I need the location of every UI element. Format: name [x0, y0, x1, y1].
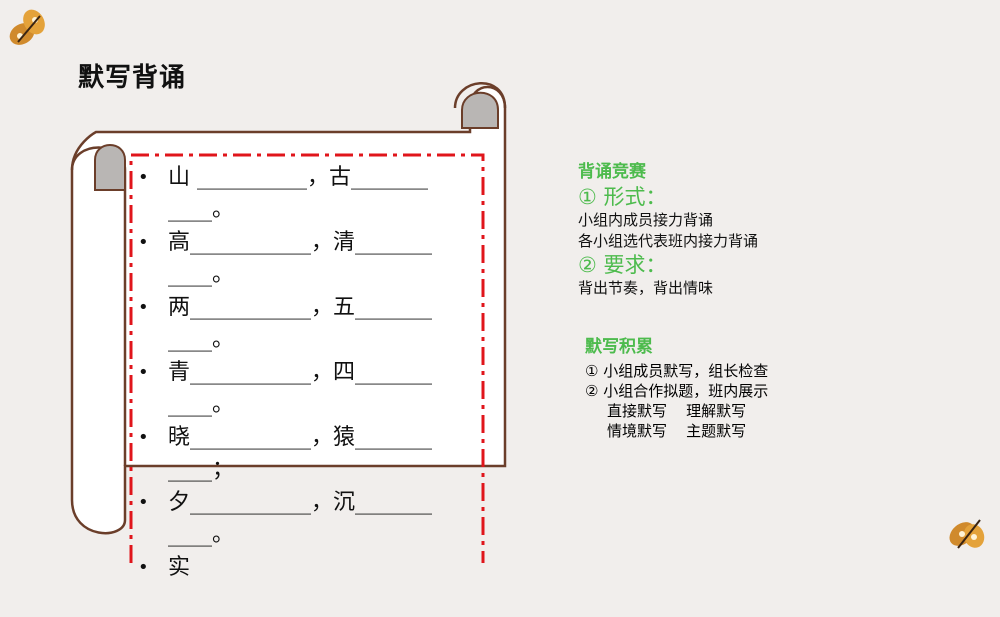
blank-line: 夕___________，沉_______: [168, 490, 433, 515]
page-title: 默写背诵: [78, 63, 187, 93]
dictation-item: 情境默写 主题默写: [607, 422, 747, 440]
contest-heading: 背诵竞赛: [578, 162, 646, 182]
bullet: •: [138, 362, 149, 383]
blank-line: 晓___________，猿_______: [168, 425, 433, 450]
butterfly-icon: [9, 9, 45, 45]
blank-line: 实: [168, 555, 191, 580]
blank-line: ____。: [168, 522, 235, 547]
dictation-item: ② 小组合作拟题，班内展示: [585, 382, 769, 400]
butterfly-icon: [949, 519, 985, 549]
scroll-frame: [70, 82, 507, 563]
dictation-item: ① 小组成员默写，组长检查: [585, 362, 769, 380]
bullet: •: [138, 297, 149, 318]
requirement-label: ② 要求：: [578, 253, 667, 277]
list-item: • 青___________，四_______ ____。: [138, 357, 478, 422]
bullet: •: [138, 232, 149, 253]
contest-section: 背诵竞赛 ① 形式： 小组内成员接力背诵 各小组选代表班内接力背诵 ② 要求： …: [578, 160, 758, 299]
bullet: •: [138, 557, 149, 578]
list-item: • 两___________，五_______ ____。: [138, 292, 478, 357]
form-item: 各小组选代表班内接力背诵: [578, 232, 759, 250]
list-item: • 山 __________，古_______ ____。: [138, 162, 478, 227]
dictation-item: 直接默写 理解默写: [607, 402, 747, 420]
list-item: • 实: [138, 552, 478, 617]
blank-line: ____。: [168, 197, 235, 222]
form-item: 小组内成员接力背诵: [578, 211, 714, 229]
bullet: •: [138, 492, 149, 513]
form-label: ① 形式：: [578, 185, 667, 209]
list-item: • 高___________，清_______ ____。: [138, 227, 478, 292]
dictation-heading: 默写积累: [585, 337, 653, 357]
bullet: •: [138, 427, 149, 448]
dictation-section: 默写积累 ① 小组成员默写，组长检查 ② 小组合作拟题，班内展示 直接默写 理解…: [585, 335, 768, 441]
blank-line: 高___________，清_______: [168, 230, 433, 255]
list-item: • 夕___________，沉_______ ____。: [138, 487, 478, 552]
blank-line: ____。: [168, 327, 235, 352]
blank-line: 两___________，五_______: [168, 295, 433, 320]
blank-line: ____。: [168, 392, 235, 417]
requirement-item: 背出节奏，背出情味: [578, 279, 714, 297]
blank-line: 山 __________，古_______: [168, 165, 428, 190]
bullet: •: [138, 167, 149, 188]
blank-line: 青___________，四_______: [168, 360, 433, 385]
blank-line: ____；: [168, 457, 235, 482]
list-item: • 晓___________，猿_______ ____；: [138, 422, 478, 487]
blank-line: ____。: [168, 262, 235, 287]
blank-list: • 山 __________，古_______ ____。 • 高_______…: [138, 162, 478, 617]
